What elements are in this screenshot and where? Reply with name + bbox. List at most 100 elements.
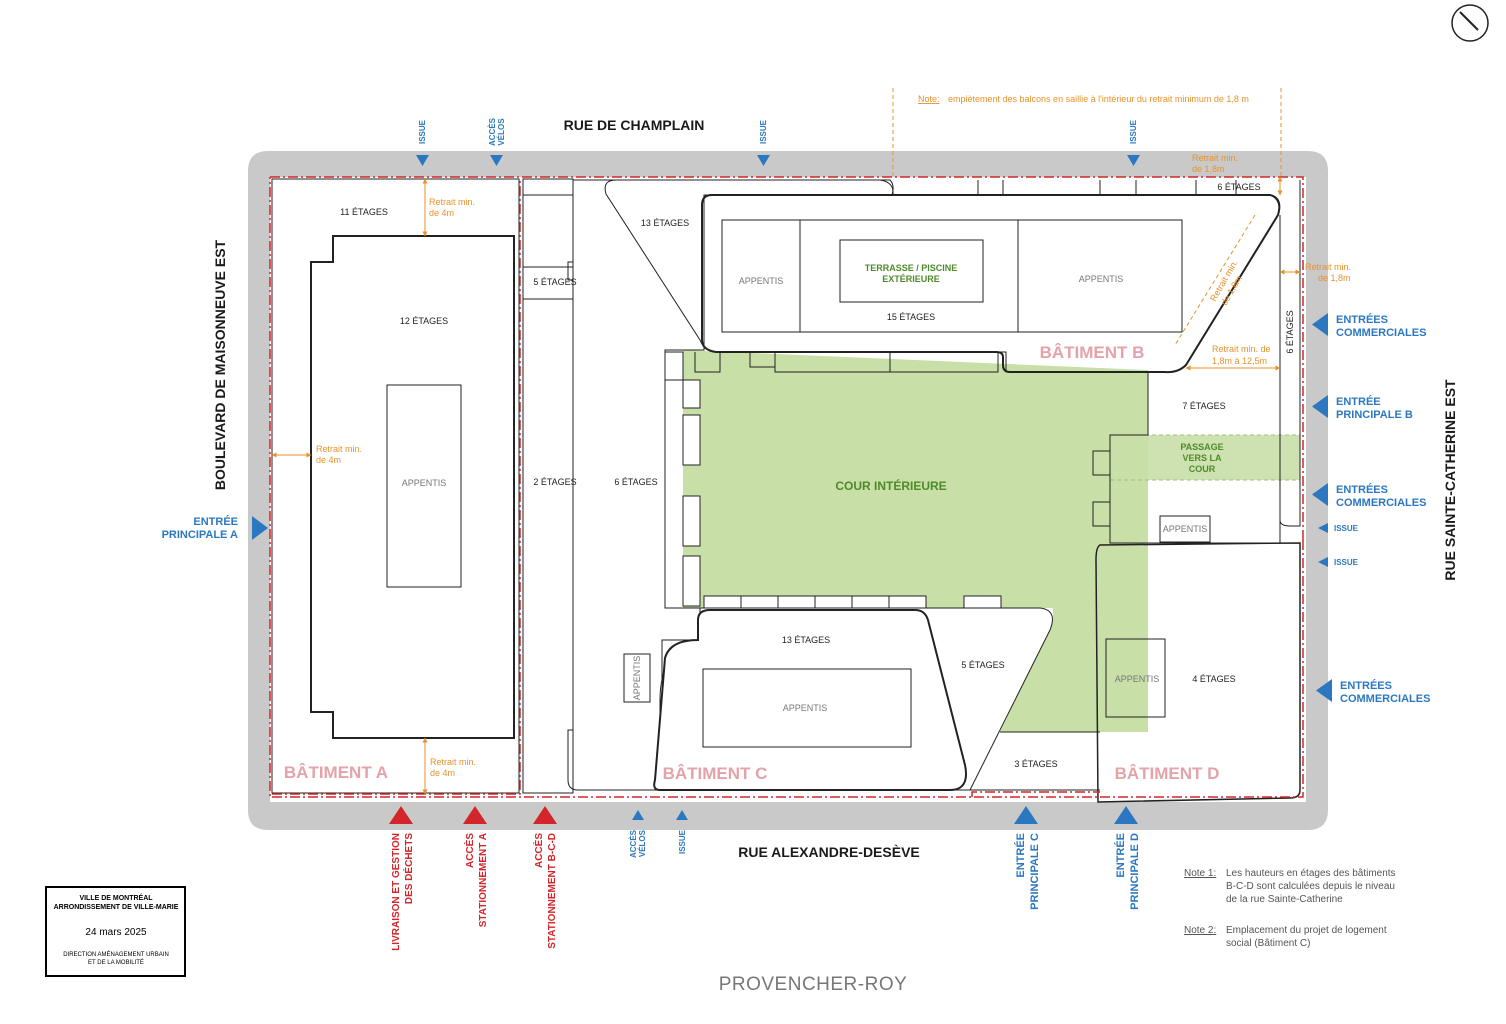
floors-label: 5 ÉTAGES [533,277,576,287]
floors-label: 5 ÉTAGES [961,660,1004,670]
floors-label: 12 ÉTAGES [400,316,448,326]
street-south-label: RUE ALEXANDRE-DESÈVE [738,844,920,860]
access-label: ENTRÉES [1336,483,1388,496]
floors-label: 2 ÉTAGES [533,477,576,487]
courtyard-label: COUR INTÉRIEURE [835,478,946,493]
appentis-label: APPENTIS [1079,274,1124,284]
south-access-markers [389,806,1138,824]
east-access-markers [1312,313,1332,702]
access-label: ENTRÉE [1336,395,1381,408]
north-compass-icon [1451,4,1489,42]
setback-label: de 1,8m [1192,164,1225,174]
setback-label: 1,8m à 12,5m [1212,356,1267,366]
access-label: VÉLOS [497,118,506,146]
setback-label: Retrait min. de [1212,344,1271,354]
access-label: ENTRÉE [193,515,238,528]
setback-label: de 1,8m [1318,273,1351,283]
appentis-label: APPENTIS [1163,524,1208,534]
street-north-label: RUE DE CHAMPLAIN [564,117,705,133]
access-label: ENTRÉES [1340,679,1392,692]
appentis-label: APPENTIS [402,478,447,488]
building-b [584,179,1281,374]
courtyard-area [683,350,1148,732]
left-triangle-icon [1316,679,1332,702]
building-d-label: BÂTIMENT D [1115,764,1220,783]
north-access-markers [416,155,1140,166]
street-east-label: RUE SAINTE-CATHERINE EST [1442,379,1458,581]
access-label: ISSUE [678,829,687,854]
access-label: COMMERCIALES [1336,497,1426,509]
appentis-label: APPENTIS [739,276,784,286]
property-line [269,176,1304,798]
up-triangle-icon [632,810,644,820]
top-note-label: Note: [918,94,940,104]
floors-label: 15 ÉTAGES [887,312,935,322]
access-label: ACCÈS [488,117,497,146]
access-label: COMMERCIALES [1336,327,1426,339]
access-label: DES DÉCHETS [402,833,415,904]
passage-label: COUR [1189,464,1216,474]
access-label: PRINCIPALE D [1129,833,1141,910]
setback-label: Retrait min. [1305,262,1351,272]
access-label: VÉLOS [638,829,647,857]
svg-text:24 mars 2025: 24 mars 2025 [85,927,147,938]
access-label: ACCÈS [532,833,545,868]
building-b-label: BÂTIMENT B [1040,343,1145,362]
up-triangle-icon [463,806,487,824]
approval-stamp: VILLE DE MONTRÉAL ARRONDISSEMENT DE VILL… [45,886,186,977]
setback-label: de 4m [429,208,454,218]
down-triangle-icon [1127,155,1140,166]
floors-label: 13 ÉTAGES [641,218,689,228]
access-label: COMMERCIALES [1340,693,1430,705]
up-triangle-icon [1014,806,1038,824]
up-triangle-icon [533,806,557,824]
courtyard-balconies [664,351,1002,609]
building-a-label: BÂTIMENT A [284,763,388,782]
left-triangle-icon [1312,483,1328,506]
floors-label: 3 ÉTAGES [1014,759,1057,769]
building-east-7 [1092,372,1281,544]
floors-label: 13 ÉTAGES [782,635,830,645]
setback-label: de 4m [316,455,341,465]
appentis-label: APPENTIS [1115,674,1160,684]
down-triangle-icon [416,155,429,166]
left-triangle-icon [1318,557,1328,567]
access-label: ISSUE [1334,558,1359,567]
access-label: PRINCIPALE A [162,529,238,541]
access-label: ISSUE [418,119,427,144]
building-c-label: BÂTIMENT C [663,764,768,783]
setback-guides [271,88,1301,795]
left-triangle-icon [1318,523,1328,533]
access-label: PRINCIPALE B [1336,409,1413,421]
access-label: ISSUE [759,119,768,144]
svg-text:DIRECTION AMÉNAGEMENT URBAIN: DIRECTION AMÉNAGEMENT URBAIN [63,951,169,958]
note-1-label: Note 1: [1184,868,1216,879]
building-d [1095,542,1301,803]
passage-label: PASSAGE [1180,442,1223,452]
down-triangle-icon [490,155,503,166]
terrasse-label: EXTÉRIEURE [882,274,940,284]
appentis-label: APPENTIS [632,656,642,701]
setback-label: Retrait min. [430,757,476,767]
note-1-text: Les hauteurs en étages des bâtiments [1226,868,1396,879]
passage-label: VERS LA [1182,453,1222,463]
note-2-label: Note 2: [1184,925,1216,936]
setback-label: de 4m [430,768,455,778]
access-label: ENTRÉE [1114,833,1127,878]
building-c [653,607,1100,791]
down-triangle-icon [757,155,770,166]
note-1-text: B-C-D sont calculées depuis le niveau [1226,881,1395,892]
access-label: LIVRAISON ET GESTION [391,833,402,951]
note-2-text: social (Bâtiment C) [1226,938,1310,949]
floors-label: 6 ÉTAGES [1217,182,1260,192]
setback-label: Retrait min. [429,197,475,207]
left-triangle-icon [1312,313,1328,336]
note-2-text: Emplacement du projet de logement [1226,925,1387,936]
access-label: ACCÈS [629,829,638,858]
firm-name: PROVENCHER-ROY [719,974,908,995]
floors-label: 11 ÉTAGES [340,207,388,217]
access-label: ISSUE [1334,524,1359,533]
svg-text:ET DE LA MOBILITÉ: ET DE LA MOBILITÉ [88,959,144,966]
setback-label: Retrait min. [316,444,362,454]
setback-label: Retrait min. [1192,153,1238,163]
